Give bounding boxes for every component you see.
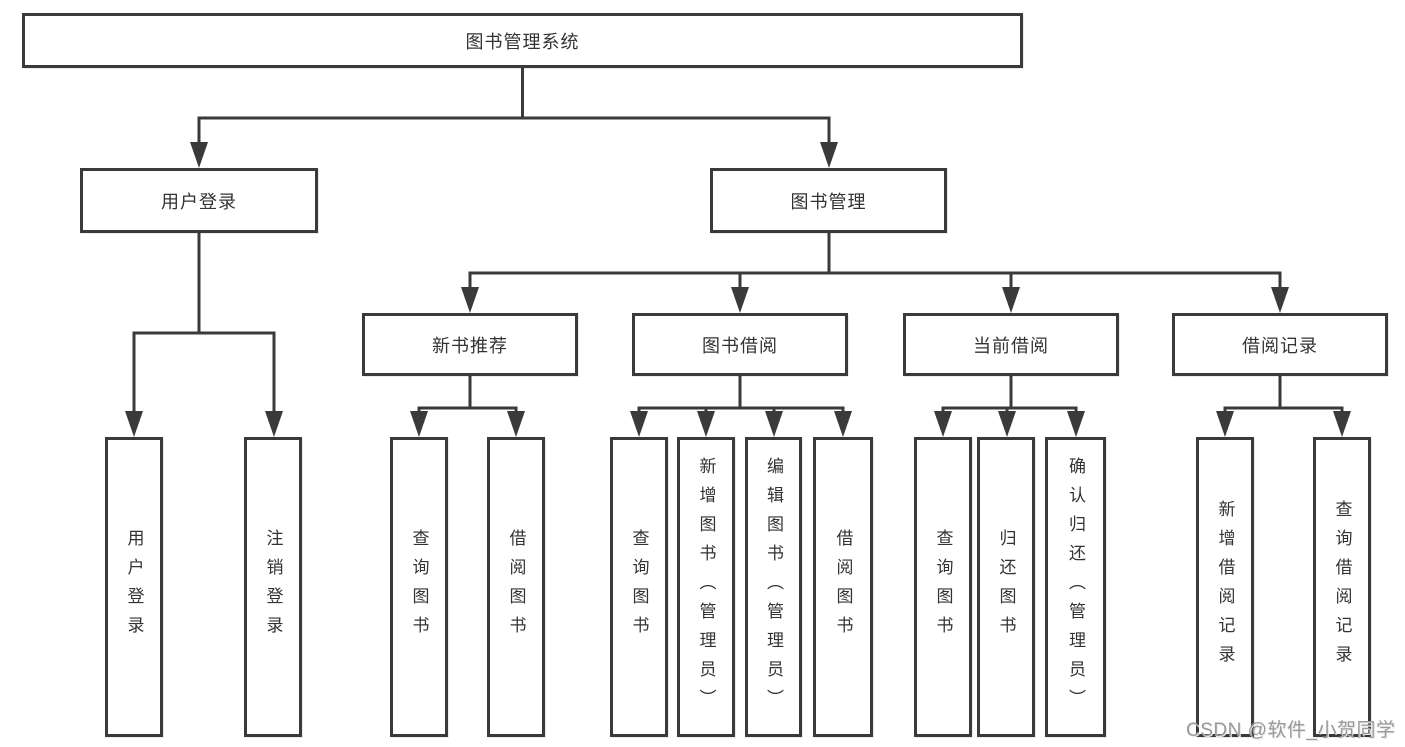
leaf-query-borrow-record: 查询借阅记录 [1313,437,1371,737]
arrowhead-icon [934,411,952,437]
node-new-book-recommend-label: 新书推荐 [432,335,508,356]
leaf-borrow-book-label: 借阅图书 [833,529,853,645]
node-user-login: 用户登录 [80,168,318,233]
leaf-query-book-borrow-label: 查询图书 [629,529,649,645]
leaf-add-book-admin-label: 新增图书（管理员） [696,456,716,718]
leaf-confirm-return-admin-label: 确认归还（管理员） [1066,456,1085,718]
node-current-borrow: 当前借阅 [903,313,1119,376]
node-root-label: 图书管理系统 [465,31,580,52]
arrowhead-icon [125,411,143,437]
leaf-return-book-label: 归还图书 [996,529,1016,645]
leaf-query-book-recommend: 查询图书 [390,437,448,737]
node-current-borrow-label: 当前借阅 [973,335,1049,356]
arrowhead-icon [697,411,715,437]
leaf-user-login-label: 用户登录 [124,529,144,645]
arrowhead-icon [190,142,208,168]
leaf-user-login: 用户登录 [105,437,163,737]
node-borrow-record-label: 借阅记录 [1242,335,1318,356]
leaf-logout-label: 注销登录 [263,529,283,645]
arrowhead-icon [410,411,428,437]
node-user-login-label: 用户登录 [161,191,237,212]
arrowhead-icon [630,411,648,437]
node-book-management-label: 图书管理 [790,191,867,212]
leaf-add-borrow-record: 新增借阅记录 [1196,437,1254,737]
leaf-logout: 注销登录 [244,437,302,737]
leaf-confirm-return-admin: 确认归还（管理员） [1045,437,1106,737]
arrowhead-icon [1216,411,1234,437]
node-book-borrow: 图书借阅 [632,313,848,376]
arrowhead-icon [834,411,852,437]
arrowhead-icon [507,411,525,437]
node-book-management: 图书管理 [710,168,947,233]
leaf-edit-book-admin-label: 编辑图书（管理员） [764,456,783,718]
leaf-return-book: 归还图书 [977,437,1035,737]
leaf-query-book-borrow: 查询图书 [610,437,668,737]
leaf-edit-book-admin: 编辑图书（管理员） [745,437,802,737]
node-root-system: 图书管理系统 [22,13,1023,68]
leaf-borrow-book: 借阅图书 [813,437,873,737]
arrowhead-icon [731,287,749,313]
leaf-query-book-current-label: 查询图书 [933,529,953,645]
arrowhead-icon [1002,287,1020,313]
arrowhead-icon [820,142,838,168]
arrowhead-icon [1271,287,1289,313]
arrowhead-icon [998,411,1016,437]
arrowhead-icon [765,411,783,437]
leaf-query-book-current: 查询图书 [914,437,972,737]
node-borrow-record: 借阅记录 [1172,313,1388,376]
arrowhead-icon [1333,411,1351,437]
leaf-query-book-recommend-label: 查询图书 [409,529,429,645]
arrowhead-icon [265,411,283,437]
leaf-query-borrow-record-label: 查询借阅记录 [1332,500,1352,674]
leaf-borrow-book-recommend-label: 借阅图书 [506,529,526,645]
leaf-add-book-admin: 新增图书（管理员） [677,437,735,737]
node-new-book-recommend: 新书推荐 [362,313,578,376]
node-book-borrow-label: 图书借阅 [702,335,778,356]
leaf-borrow-book-recommend: 借阅图书 [487,437,545,737]
leaf-add-borrow-record-label: 新增借阅记录 [1215,500,1235,674]
arrowhead-icon [1067,411,1085,437]
csdn-watermark: CSDN @软件_小贺同学 [1186,720,1396,741]
arrowhead-icon [461,287,479,313]
